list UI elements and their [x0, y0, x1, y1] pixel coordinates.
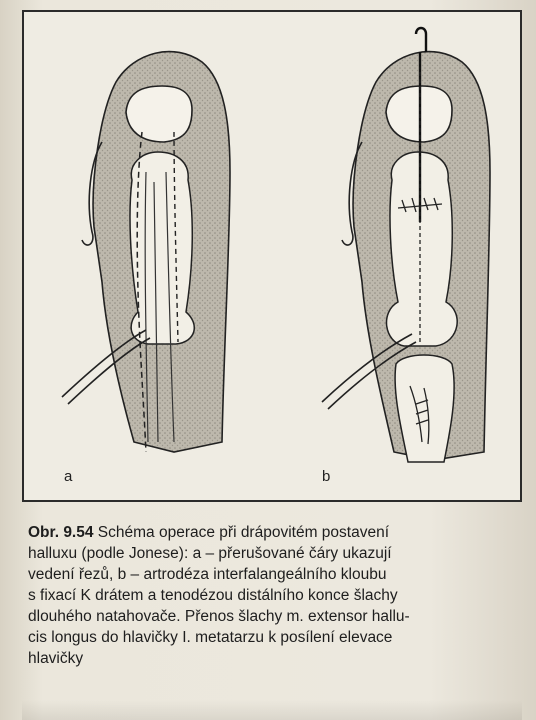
caption-line-2: halluxu (podle Jonese): a – přerušované …: [28, 543, 518, 564]
metatarsal-b: [395, 355, 454, 462]
caption-line-4: s fixací K drátem a tenodézou distálního…: [28, 585, 518, 606]
phalanx-a: [130, 152, 194, 344]
caption-line-6: cis longus do hlavičky I. metatarzu k po…: [28, 627, 518, 648]
surgical-diagram: [24, 12, 520, 500]
panel-b-drawing: [322, 28, 490, 462]
figure-frame: a b: [22, 10, 522, 502]
panel-a-drawing: [62, 52, 230, 452]
figure-number: Obr. 9.54: [28, 524, 93, 541]
nail-a: [126, 86, 192, 142]
caption-text-1: Schéma operace při drápovitém postavení: [98, 524, 389, 541]
panel-a-label: a: [64, 468, 72, 485]
page-bleed: [22, 700, 522, 720]
caption-line-7: hlavičky: [28, 648, 518, 669]
caption-line-1: Obr. 9.54 Schéma operace při drápovitém …: [28, 522, 518, 543]
panel-b-label: b: [322, 468, 330, 485]
phalanx-b: [387, 152, 458, 346]
caption-line-3: vedení řezů, b – artrodéza interfalangeá…: [28, 564, 518, 585]
figure-caption: Obr. 9.54 Schéma operace při drápovitém …: [28, 522, 518, 669]
caption-line-5: dlouhého natahovače. Přenos šlachy m. ex…: [28, 606, 518, 627]
